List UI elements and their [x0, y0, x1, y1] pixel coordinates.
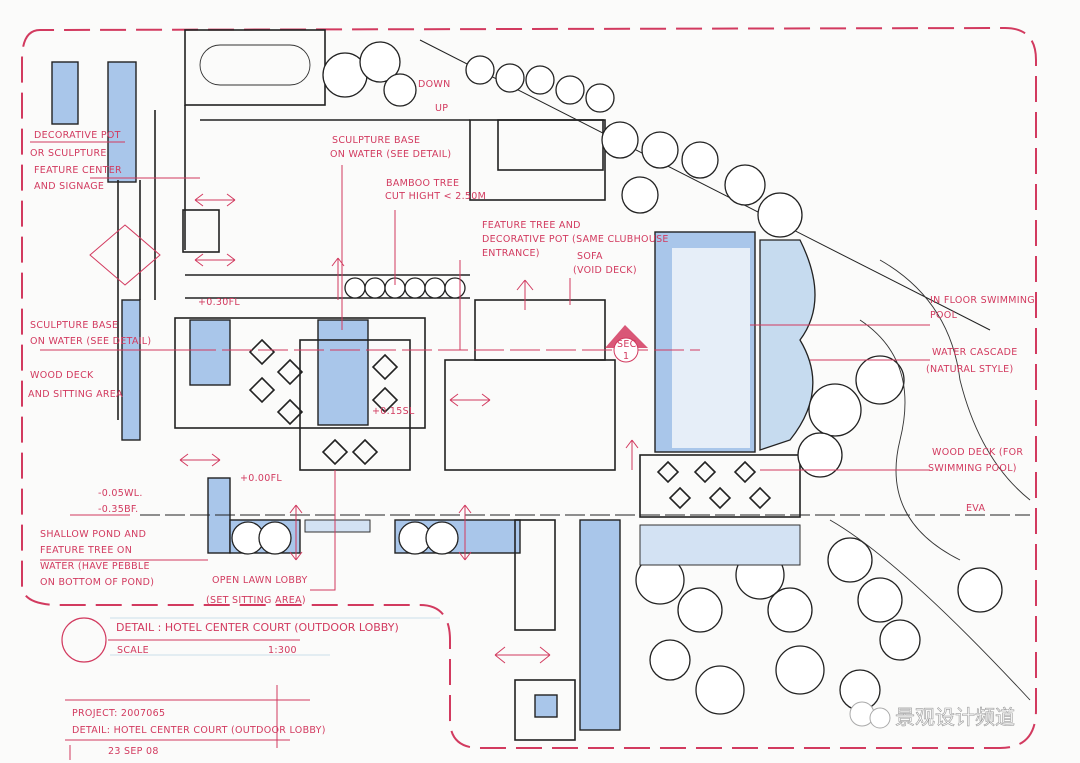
detail-title: DETAIL : HOTEL CENTER COURT (OUTDOOR LOB… [116, 621, 399, 634]
walkway-edge [117, 110, 156, 420]
label-decorative-pot: AND SIGNAGE [34, 181, 104, 192]
label-wood-deck-pool: SWIMMING POOL) [928, 463, 1017, 474]
label-sculpture-base-top: ON WATER (SEE DETAIL) [330, 149, 451, 160]
entrance-pond [579, 519, 621, 731]
label-sofa: SOFA [577, 251, 603, 262]
top-planter [497, 119, 604, 171]
label-decorative-pot: OR SCULPTURE [30, 148, 107, 159]
garden-paths [829, 259, 1031, 701]
label-up: UP [435, 103, 448, 114]
oval-planter [199, 44, 311, 86]
label-decorative-pot: FEATURE CENTER [34, 165, 122, 176]
lower-pond-mid [304, 519, 371, 533]
title-block: DETAIL : HOTEL CENTER COURT (OUTDOOR LOB… [61, 617, 440, 760]
planter-box [182, 209, 220, 253]
label-shallow-pond: ON BOTTOM OF POND) [40, 577, 154, 588]
circulation-arrows [89, 193, 639, 664]
clubhouse-block [444, 359, 616, 471]
label-open-lawn: OPEN LAWN LOBBY [212, 575, 308, 586]
annotations: DECORATIVE POT OR SCULPTURE FEATURE CENT… [28, 79, 1035, 606]
label-feature-tree: ENTRANCE) [482, 248, 540, 259]
label-level-000: +0.00FL [240, 473, 282, 484]
scale-label: SCALE [117, 645, 149, 656]
left-water-strip-lower [121, 299, 141, 441]
label-shallow-pond: WATER (HAVE PEBBLE [40, 561, 150, 572]
label-feature-tree: FEATURE TREE AND [482, 220, 581, 231]
project-detail: DETAIL: HOTEL CENTER COURT (OUTDOOR LOBB… [72, 725, 326, 736]
entrance-pond-right [639, 524, 801, 566]
label-bamboo: CUT HIGHT < 2.50M [385, 191, 486, 202]
label-sculpture-base-left: SCULPTURE BASE [30, 320, 118, 331]
left-water-strip-top [51, 61, 79, 125]
label-level-015: +0.15SL [372, 406, 415, 417]
top-courtyard [469, 119, 606, 201]
watermark-text: 景观设计频道 [895, 705, 1015, 729]
label-shallow-pond: FEATURE TREE ON [40, 545, 132, 556]
label-cascade: (NATURAL STYLE) [926, 364, 1014, 375]
label-decorative-pot: DECORATIVE POT [34, 130, 121, 141]
pond-tree [258, 521, 292, 555]
section-marker-number: 1 [623, 351, 629, 362]
entrance-block [514, 519, 556, 631]
label-bamboo: BAMBOO TREE [386, 178, 459, 189]
label-open-lawn: (SET SITTING AREA) [206, 595, 306, 606]
bamboo-trees [344, 277, 466, 299]
detail-bubble [61, 617, 107, 663]
swimming-pool-inner [672, 248, 750, 448]
gravel-court [299, 339, 411, 471]
entrance-fountain [514, 679, 576, 741]
sculpture-pond-center [317, 319, 369, 426]
watermark: 景观设计频道 [849, 701, 1015, 729]
pool-deck-diamonds [656, 460, 772, 510]
label-eva: EVA [966, 503, 985, 514]
label-wood-deck-pool: WOOD DECK (FOR [932, 447, 1023, 458]
top-trees [322, 41, 803, 238]
project-number: PROJECT: 2007065 [72, 708, 165, 719]
label-pool: IN FLOOR SWIMMING [930, 295, 1035, 306]
label-pool: POOL [930, 310, 958, 321]
top-lawn-planter [184, 29, 326, 106]
label-level-wl: -0.05WL. [98, 488, 143, 499]
site-boundary [21, 26, 1037, 749]
pool-wood-deck [639, 454, 801, 518]
label-level-bf: -0.35BF. [98, 504, 138, 515]
entrance-fountain-inner [534, 694, 558, 718]
section-marker-label: SEC [617, 339, 637, 350]
label-shallow-pond: SHALLOW POND AND [40, 529, 146, 540]
sofa-void-deck [474, 299, 606, 361]
label-down: DOWN [418, 79, 451, 90]
label-cascade: WATER CASCADE [932, 347, 1018, 358]
label-feature-tree: DECORATIVE POT (SAME CLUBHOUSE [482, 234, 669, 245]
label-sofa: (VOID DECK) [573, 265, 637, 276]
label-sculpture-base-top: SCULPTURE BASE [332, 135, 420, 146]
label-sculpture-base-left: ON WATER (SEE DETAIL) [30, 336, 151, 347]
sculpture-pond-left [189, 319, 231, 386]
label-wood-deck-sitting: WOOD DECK [30, 370, 94, 381]
scale-value: 1:300 [268, 645, 297, 656]
section-marker: SEC 1 [605, 325, 648, 363]
label-wood-deck-sitting: AND SITTING AREA [28, 389, 123, 400]
project-date: 23 SEP 08 [108, 746, 159, 757]
water-cascade [759, 239, 816, 451]
left-water-strip [107, 61, 137, 183]
diamond-planters [248, 338, 399, 466]
label-level-030: +0.30FL [198, 297, 240, 308]
pond-tree [425, 521, 459, 555]
leader-lines [30, 141, 930, 591]
